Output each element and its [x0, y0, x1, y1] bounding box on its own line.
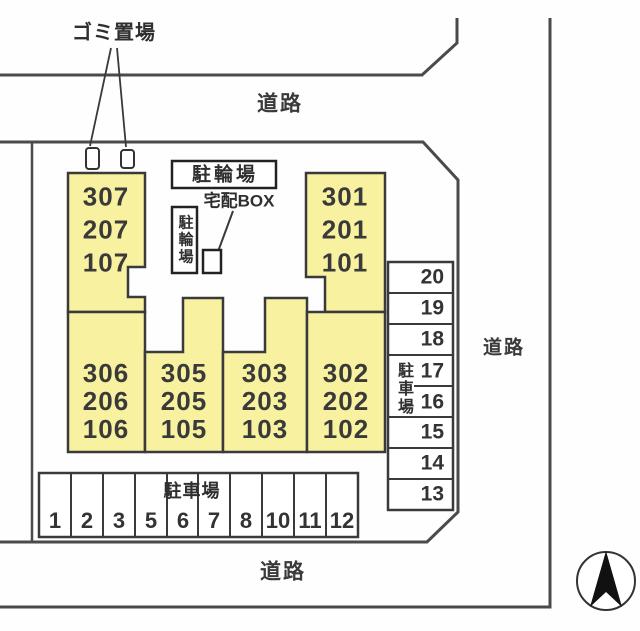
bicycle-parking-box: [170, 159, 278, 190]
unit-105: 105: [160, 414, 208, 444]
stall-13: 13: [420, 482, 444, 506]
stall-16: 16: [420, 390, 444, 414]
delivery-box-label: 宅配BOX: [203, 191, 275, 211]
parking-right-label: 駐車場: [395, 362, 412, 416]
unit-201: 201: [321, 214, 369, 245]
stall-18: 18: [420, 327, 444, 351]
block-301-units: 301 201 101: [322, 181, 368, 280]
stall-14: 14: [420, 451, 444, 475]
block-303-units: 303 203 103: [242, 359, 288, 443]
unit-101: 101: [321, 247, 369, 278]
block-306-units: 306 206 106: [83, 359, 129, 443]
stall-20: 20: [420, 265, 444, 289]
garbage-bin-2: [120, 149, 135, 169]
road-label-right: 道路: [482, 337, 526, 359]
property-boundary: [0, 140, 460, 544]
stall-8: 8: [239, 508, 253, 533]
bicycle-parking-vertical-label: 駐輪場: [176, 214, 194, 266]
unit-301: 301: [321, 181, 369, 212]
stall-7: 7: [207, 508, 221, 533]
stall-6: 6: [176, 508, 190, 533]
unit-102: 102: [322, 414, 370, 444]
building-block-302: [305, 310, 387, 454]
garbage-pointer-line-2: [116, 47, 127, 148]
stall-1: 1: [48, 508, 62, 533]
parking-column-dividers: [388, 292, 453, 480]
unit-203: 203: [241, 386, 289, 416]
unit-306: 306: [82, 358, 130, 388]
stall-3: 3: [112, 508, 126, 533]
stall-19: 19: [420, 296, 444, 320]
stall-17: 17: [420, 359, 444, 383]
unit-302: 302: [322, 358, 370, 388]
unit-205: 205: [160, 386, 208, 416]
unit-303: 303: [241, 358, 289, 388]
unit-107: 107: [82, 247, 130, 278]
block-302-units: 302 202 102: [323, 359, 369, 443]
building-block-303: [221, 296, 309, 454]
stall-12: 12: [329, 508, 355, 533]
unit-207: 207: [82, 214, 130, 245]
unit-206: 206: [82, 386, 130, 416]
bicycle-parking-box-vertical: [170, 205, 199, 275]
unit-103: 103: [241, 414, 289, 444]
unit-307: 307: [82, 181, 130, 212]
garbage-bin-1: [85, 147, 100, 170]
garbage-area-label: ゴミ置場: [72, 22, 156, 44]
stall-5: 5: [144, 508, 158, 533]
road-label-top: 道路: [257, 92, 303, 116]
delivery-box: [201, 248, 223, 275]
parking-bottom-label: 駐車場: [163, 481, 221, 501]
block-307-units: 307 207 107: [83, 181, 129, 280]
building-block-305: [143, 296, 225, 454]
unit-202: 202: [322, 386, 370, 416]
stall-10: 10: [265, 508, 291, 533]
unit-106: 106: [82, 414, 130, 444]
parking-row-dividers: [70, 473, 327, 537]
stall-15: 15: [420, 420, 444, 444]
road-top-outer-edge: [0, 18, 459, 77]
road-label-bottom: 道路: [260, 560, 306, 584]
garbage-pointer-line-1: [89, 47, 112, 147]
compass-north-icon: [576, 551, 636, 611]
stall-11: 11: [298, 508, 322, 533]
road-right-bottom-outer-edge: [0, 18, 552, 609]
unit-305: 305: [160, 358, 208, 388]
bicycle-parking-label: 駐輪場: [191, 164, 259, 186]
block-305-units: 305 205 105: [161, 359, 207, 443]
stall-2: 2: [80, 508, 94, 533]
